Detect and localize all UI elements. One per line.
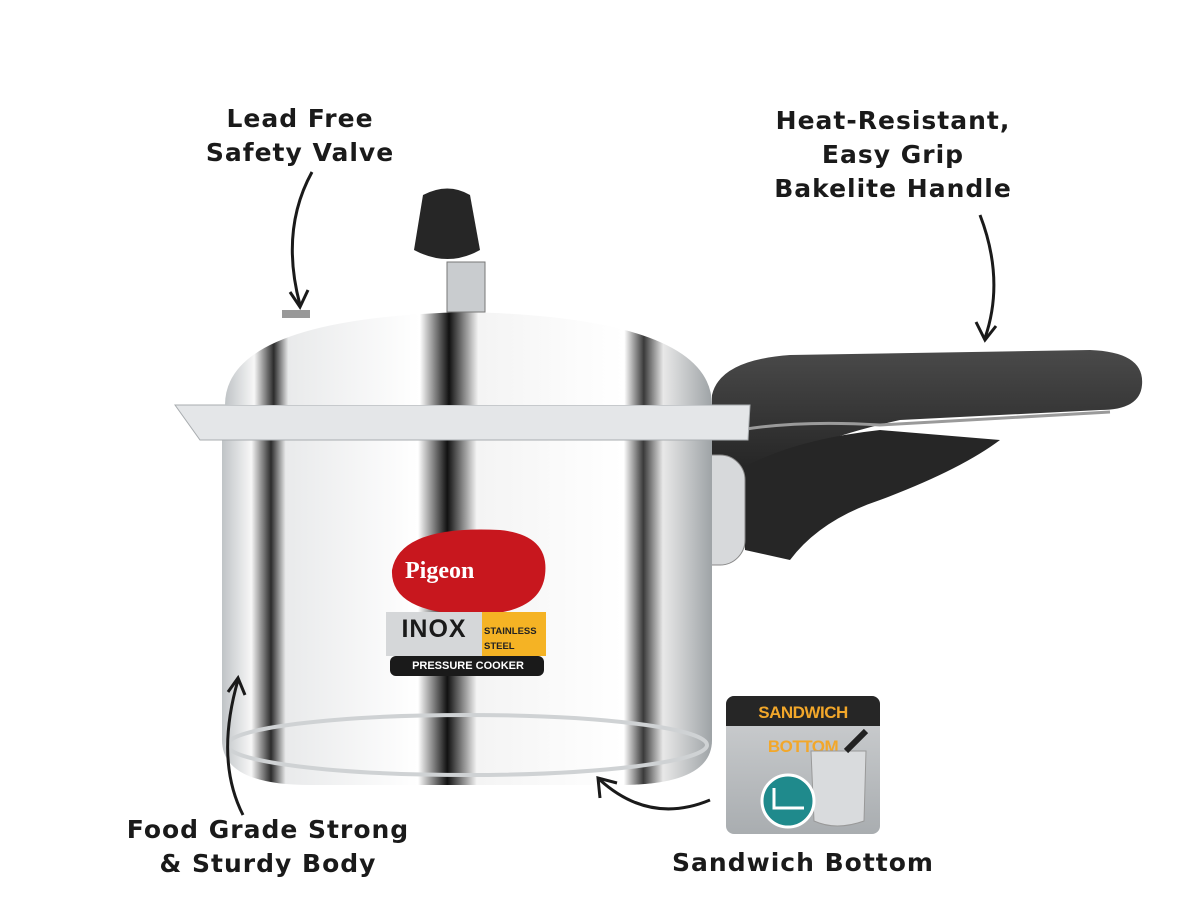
cooker-lid (225, 312, 712, 405)
callout-safety-valve: Lead Free Safety Valve (180, 102, 420, 170)
logo-material: STAINLESS STEEL (484, 624, 537, 654)
callout-line: & Sturdy Body (159, 849, 377, 878)
callout-handle: Heat-Resistant, Easy Grip Bakelite Handl… (753, 104, 1033, 206)
logo-inox: INOX (401, 615, 467, 643)
sandwich-bottom-badge: SANDWICH BOTTOM (726, 696, 880, 834)
badge-title: SANDWICH BOTTOM (726, 696, 880, 756)
logo-product: PRESSURE COOKER (412, 660, 524, 672)
callout-arrows (226, 171, 998, 816)
callout-line: Safety Valve (205, 138, 395, 167)
sandwich-bottom-diagram (760, 728, 869, 829)
material-line: STAINLESS (484, 626, 537, 637)
brand-logo (391, 529, 546, 615)
callout-line: Easy Grip (821, 140, 965, 169)
whistle-knob (414, 188, 480, 259)
brand-name: Pigeon (405, 558, 475, 584)
callout-line: Bakelite Handle (774, 174, 1012, 203)
material-line: STEEL (484, 641, 515, 652)
callout-body: Food Grade Strong & Sturdy Body (118, 813, 418, 881)
callout-sandwich-bottom: Sandwich Bottom (672, 848, 934, 877)
handle (712, 350, 1143, 500)
callout-line: Heat-Resistant, (775, 106, 1011, 135)
callout-line: Lead Free (226, 104, 374, 133)
callout-line: Food Grade Strong (126, 815, 410, 844)
